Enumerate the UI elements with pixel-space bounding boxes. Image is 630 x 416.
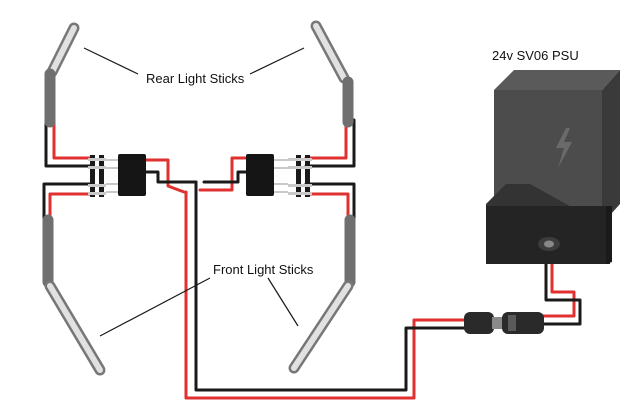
wire-rear-right-red [304, 118, 348, 160]
wire-left-block-red [144, 158, 186, 194]
wire-front-right-red [304, 192, 350, 224]
psu [486, 70, 620, 264]
right-connector-block [246, 154, 274, 196]
left-pin-header [88, 155, 106, 197]
right-pin-header [288, 155, 312, 197]
left-header-to-block-wires [106, 159, 118, 193]
wire-front-right-black [304, 182, 356, 224]
right-junction [246, 154, 312, 197]
wire-main-red [184, 190, 470, 400]
psu-base-side [606, 206, 612, 264]
wire-psu-red [518, 246, 576, 318]
psu-label: 24v SV06 PSU [492, 48, 579, 63]
barrel-connector [464, 312, 544, 334]
psu-base-front [486, 206, 610, 264]
wire-rear-left-black [44, 118, 94, 168]
lightning-icon [556, 128, 572, 168]
wire-front-left-black [42, 182, 94, 224]
left-connector-block [118, 154, 146, 196]
wire-rear-right-black [304, 118, 356, 168]
light-stick-front-right [288, 214, 356, 374]
psu-side-face [602, 70, 620, 224]
wire-psu-black [518, 246, 582, 326]
wire-right-block-red [198, 156, 248, 192]
wire-right-block-black [202, 170, 248, 184]
wire-left-block-black [144, 170, 198, 184]
light-stick-rear-right [310, 20, 354, 128]
barrel-plug-left [464, 312, 494, 334]
wire-rear-left-red [52, 118, 94, 160]
leader-front-left [99, 277, 211, 337]
front-light-sticks-label: Front Light Sticks [213, 262, 314, 277]
rear-light-sticks-label: Rear Light Sticks [146, 71, 245, 86]
label-leaders [83, 47, 305, 337]
wire-main-black [194, 180, 470, 392]
light-stick-rear-left [44, 22, 80, 128]
light-sticks [42, 20, 356, 376]
wiring [42, 118, 582, 400]
light-stick-front-left [42, 214, 106, 376]
right-block-to-header-wires [274, 159, 288, 193]
leader-rear-right [249, 47, 305, 75]
leader-rear-left [83, 47, 139, 75]
left-junction [88, 154, 146, 197]
leader-front-right [267, 277, 299, 327]
psu-top-face [494, 70, 620, 90]
wire-front-left-red [48, 192, 94, 224]
